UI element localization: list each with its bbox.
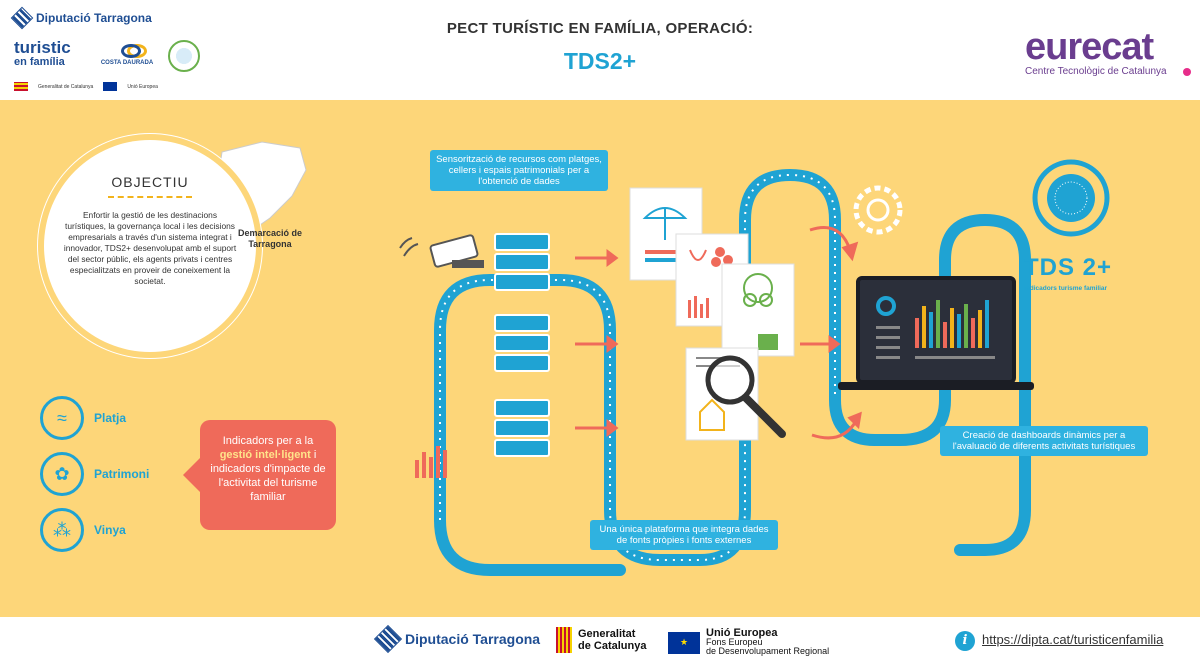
process-diagram: [213, 141, 1110, 576]
costa-label: COSTA DAURADA: [100, 60, 154, 66]
eurecat-dot-icon: [1183, 68, 1191, 76]
footer-eu-logo: ★ Unió Europea Fons Europeu de Desenvolu…: [668, 627, 830, 656]
family-document-icon: [721, 263, 795, 357]
generalitat-small-label: Generalitat de Catalunya: [38, 83, 94, 90]
footer: Diputació Tarragona Generalitat de Catal…: [0, 617, 1200, 670]
category-label: Patrimoni: [94, 467, 150, 481]
diputacio-mark-icon: [373, 624, 403, 654]
tds-globe-icon: [1032, 159, 1110, 237]
wave-icon: ≈: [40, 396, 84, 440]
eurecat-tagline: Centre Tecnològic de Catalunya: [1025, 66, 1167, 77]
tds-logo-name: TDS 2+: [1024, 254, 1113, 281]
growth-bars-icon: [415, 446, 447, 478]
eurecat-word: eurecat: [1025, 26, 1154, 68]
diputacio-logo: Diputació Tarragona: [10, 6, 152, 30]
eu-line1: Unió Europea: [706, 627, 778, 639]
website-link[interactable]: https://dipta.cat/turisticenfamilia: [982, 632, 1164, 647]
eu-flag-icon: ★: [668, 631, 700, 654]
category-patrimoni: ✿ Patrimoni: [40, 452, 149, 496]
header: Diputació Tarragona turistic en família …: [0, 0, 1200, 100]
catalan-flag-icon: [556, 627, 572, 653]
grape-icon: ⁂: [40, 508, 84, 552]
indicators-box: Indicadors per a la gestió intel·ligent …: [200, 420, 336, 530]
footer-diputacio-name: Diputació Tarragona: [405, 631, 541, 647]
category-platja: ≈ Platja: [40, 396, 126, 440]
category-label: Platja: [94, 411, 127, 425]
generalitat-text: Generalitat de Catalunya: [578, 628, 646, 652]
generalitat-flag-icon: [14, 82, 28, 91]
objective-text: Enfortir la gestió de les destinacions t…: [63, 210, 237, 286]
indicators-line1: Indicadors per a la: [222, 435, 314, 447]
turistic-en-familia-logo: turistic en família: [14, 38, 71, 70]
platform-box: Una única plataforma que integra dades d…: [590, 520, 778, 550]
small-institution-logos: Generalitat de Catalunya Unió Europea: [14, 82, 158, 91]
map-label-line2: Tarragona: [248, 239, 292, 249]
flow-arrows: [575, 226, 862, 440]
objective-title: OBJECTIU: [111, 174, 189, 190]
eu-small-label: Unió Europea: [127, 83, 158, 90]
eu-flag-icon: [103, 82, 118, 91]
costa-daurada-logo: COSTA DAURADA: [100, 44, 154, 66]
footer-diputacio-logo: Diputació Tarragona: [373, 624, 541, 654]
gen-line2: de Catalunya: [578, 640, 647, 652]
eurecat-logo: eurecat Centre Tecnològic de Catalunya: [1025, 26, 1191, 77]
sensors-box: Sensorització de recursos com platges, c…: [430, 150, 608, 191]
infographic-area: OBJECTIU Enfortir la gestió de les desti…: [0, 100, 1200, 617]
dashboards-box: Creació de dashboards dinàmics per a l'a…: [940, 426, 1148, 456]
eu-line3: de Desenvolupament Regional: [706, 646, 830, 656]
footer-generalitat-logo: Generalitat de Catalunya: [556, 627, 646, 653]
page-title: PECT TURÍSTIC EN FAMÍLIA, OPERACIÓ:: [446, 20, 754, 37]
server-stacks-icon: [494, 233, 550, 457]
gear-icon: [853, 185, 903, 235]
camera-icon: [399, 234, 484, 268]
category-vinya: ⁂ Vinya: [40, 508, 126, 552]
objective-circle: OBJECTIU Enfortir la gestió de les desti…: [44, 140, 256, 352]
diputacio-name: Diputació Tarragona: [36, 11, 152, 25]
terres-ebre-logo-icon: [168, 40, 200, 72]
flower-icon: ✿: [40, 452, 84, 496]
objective-divider: [108, 196, 192, 198]
info-icon: i: [955, 631, 975, 651]
tds-logo-tagline: indicadors turisme familiar: [1024, 285, 1108, 292]
indicators-line2: i indicadors d'impacte de l'activitat de…: [210, 449, 326, 503]
eu-line2: Fons Europeu: [706, 637, 763, 647]
brand-line1: turistic: [14, 38, 71, 57]
indicators-bold: gestió intel·ligent: [219, 449, 311, 461]
gen-line1: Generalitat: [578, 628, 636, 640]
indicators-box-pointer: [183, 458, 200, 492]
page-subtitle: TDS2+: [563, 48, 637, 74]
map-label-line1: Demarcació de: [238, 228, 303, 238]
laptop-dashboard-icon: [838, 276, 1034, 390]
brand-line2: en família: [14, 56, 65, 68]
magnifier-icon: [705, 355, 786, 438]
map-label: Demarcació de Tarragona: [238, 228, 302, 250]
winding-path: [434, 168, 1031, 576]
costa-rings-icon: [107, 44, 147, 60]
diputacio-mark-icon: [10, 6, 34, 30]
eu-text: Unió Europea Fons Europeu de Desenvolupa…: [706, 627, 830, 656]
category-label: Vinya: [94, 523, 126, 537]
